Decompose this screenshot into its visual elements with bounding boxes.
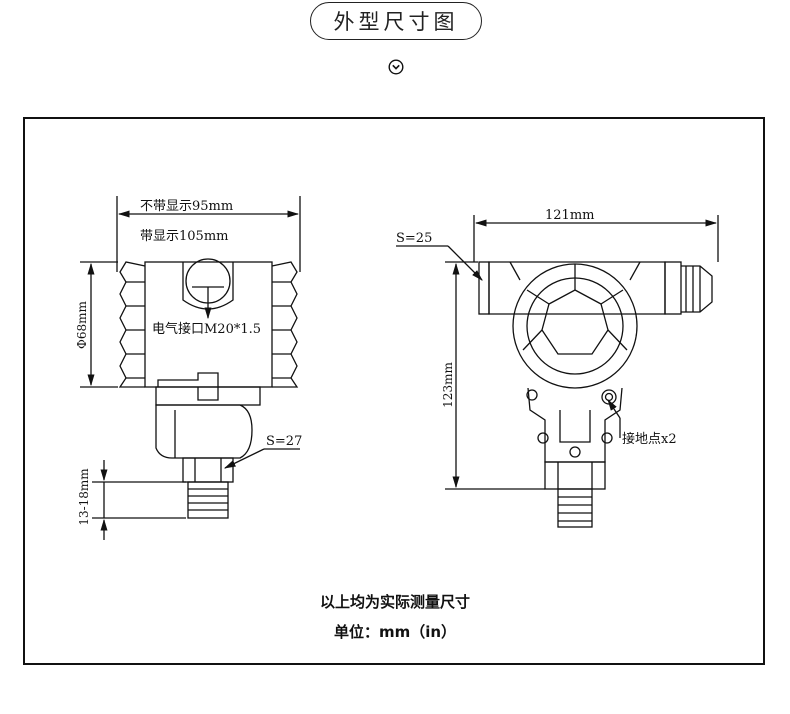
page-title: 外型尺寸图 xyxy=(310,2,482,40)
thread-length-label: 13-18mm xyxy=(77,468,91,526)
measurement-note: 以上均为实际测量尺寸 xyxy=(319,593,470,611)
ground-points-label: 接地点x2 xyxy=(622,431,677,447)
left-wrench-size-label: S=27 xyxy=(266,434,302,449)
right-width-label: 121mm xyxy=(545,208,594,223)
diagram-frame xyxy=(23,117,765,665)
chevron-down-circle-icon[interactable] xyxy=(388,59,404,75)
right-height-label: 123mm xyxy=(441,362,455,408)
right-transmitter-view xyxy=(396,215,719,528)
left-transmitter-view xyxy=(80,196,301,540)
unit-line: 单位：mm（in） xyxy=(0,621,790,642)
width-with-display-label: 带显示105mm xyxy=(140,229,228,244)
electrical-interface-label: 电气接口M20*1.5 xyxy=(152,321,261,337)
diameter-label: Φ68mm xyxy=(75,300,89,348)
unit-value: mm（in） xyxy=(378,623,457,641)
width-no-display-label: 不带显示95mm xyxy=(140,199,233,214)
unit-label: 单位： xyxy=(333,623,379,641)
right-wrench-size-label: S=25 xyxy=(396,231,432,246)
